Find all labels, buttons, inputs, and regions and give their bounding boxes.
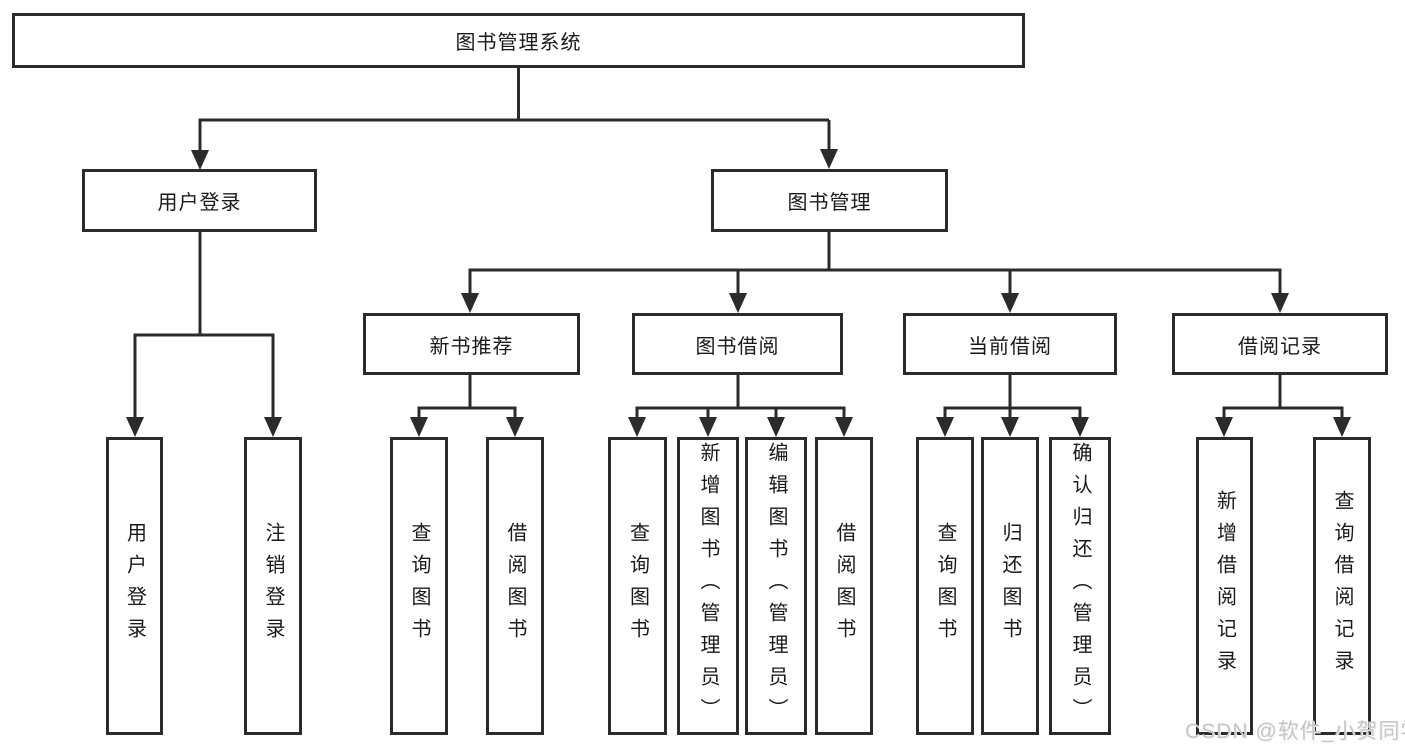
node-label: 当前借阅 [968, 335, 1052, 358]
node-new-book-recommendation: 新书推荐 [363, 313, 580, 375]
leaf-logout: 注销登录 [244, 437, 302, 735]
arrow-icon [191, 150, 209, 170]
arrow-icon [820, 149, 838, 169]
node-label: 注销登录 [262, 522, 284, 650]
node-label: 归还图书 [999, 522, 1021, 650]
node-label: 查询图书 [934, 522, 956, 650]
leaf-borrow-books-recommend: 借阅图书 [486, 437, 544, 735]
arrow-icon [1215, 417, 1233, 437]
node-root-library-system: 图书管理系统 [12, 13, 1025, 68]
node-current-borrowing: 当前借阅 [903, 313, 1117, 375]
leaf-query-books-recommend: 查询图书 [390, 437, 448, 735]
node-label: 查询图书 [408, 522, 430, 650]
leaf-return-books: 归还图书 [981, 437, 1039, 735]
arrow-icon [1071, 417, 1089, 437]
arrow-icon [264, 417, 282, 437]
node-user-login: 用户登录 [82, 169, 317, 232]
node-label: 新书推荐 [429, 335, 514, 358]
node-label: 借阅图书 [504, 522, 526, 650]
arrow-icon [699, 417, 717, 437]
arrow-icon [1001, 417, 1019, 437]
leaf-add-books-admin: 新增图书（管理员） [677, 437, 739, 735]
leaf-query-books-borrowing: 查询图书 [608, 437, 667, 735]
node-label: 图书管理 [787, 192, 872, 214]
node-label: 编辑图书（管理员） [765, 442, 787, 730]
leaf-user-login: 用户登录 [106, 437, 163, 735]
node-label: 图书借阅 [695, 335, 780, 358]
leaf-query-borrow-record: 查询借阅记录 [1313, 437, 1371, 735]
csdn-watermark: CSDN @软件_小贺同学 [1185, 720, 1405, 743]
arrow-icon [410, 417, 428, 437]
node-label: 确认归还（管理员） [1069, 442, 1091, 730]
arrow-icon [628, 417, 646, 437]
leaf-query-books-current: 查询图书 [916, 437, 974, 735]
arrow-icon [936, 417, 954, 437]
node-label: 查询图书 [626, 522, 649, 650]
arrow-icon [506, 417, 524, 437]
leaf-edit-books-admin: 编辑图书（管理员） [745, 437, 807, 735]
leaf-confirm-return-admin: 确认归还（管理员） [1049, 437, 1111, 735]
node-label: 用户登录 [157, 192, 242, 214]
arrow-icon [1001, 293, 1019, 313]
arrow-icon [1271, 293, 1289, 313]
node-label: 新增图书（管理员） [697, 442, 719, 730]
arrow-icon [1333, 417, 1351, 437]
node-label: 新增借阅记录 [1213, 490, 1236, 682]
connector-path [133, 68, 1344, 419]
node-label: 借阅图书 [833, 522, 855, 650]
node-label: 用户登录 [123, 522, 146, 650]
node-borrow-records: 借阅记录 [1172, 313, 1388, 375]
arrowheads [126, 149, 1351, 437]
arrow-icon [126, 417, 144, 437]
arrow-icon [767, 417, 785, 437]
arrow-icon [461, 293, 479, 313]
node-label: 查询借阅记录 [1331, 490, 1353, 682]
node-label: 图书管理系统 [455, 32, 582, 54]
arrow-icon [835, 417, 853, 437]
node-book-management: 图书管理 [711, 169, 948, 232]
node-book-borrowing: 图书借阅 [632, 313, 843, 375]
arrow-icon [729, 293, 747, 313]
leaf-borrow-books: 借阅图书 [815, 437, 873, 735]
node-label: 借阅记录 [1238, 335, 1322, 358]
leaf-add-borrow-record: 新增借阅记录 [1196, 437, 1253, 735]
